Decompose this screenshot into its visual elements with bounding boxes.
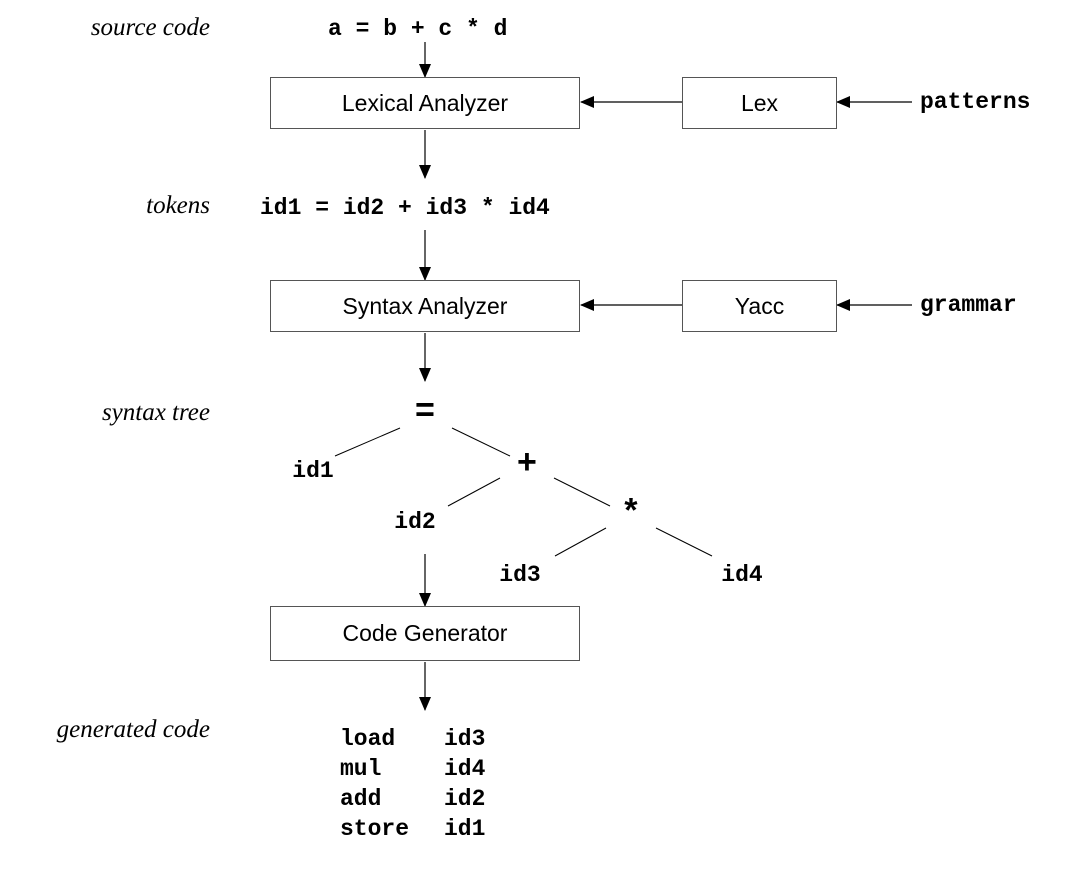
tree-edge-root-left bbox=[334, 427, 401, 457]
tree-edge-plus-left bbox=[447, 477, 501, 507]
stage-label-generated-code: generated code bbox=[56, 716, 210, 743]
tree-node-times: * bbox=[620, 496, 642, 534]
code-line: store id1 bbox=[340, 814, 485, 844]
tree-edge-root-plus bbox=[451, 427, 511, 457]
code-arg: id3 bbox=[444, 726, 486, 752]
tree-edge-plus-times bbox=[553, 477, 611, 507]
code-arg: id1 bbox=[444, 816, 486, 842]
code-op: load bbox=[340, 726, 396, 752]
stage-label-source-code: source code bbox=[90, 14, 210, 41]
code-op: store bbox=[340, 816, 410, 842]
code-generator-box: Code Generator bbox=[270, 606, 580, 661]
code-line: mul id4 bbox=[340, 754, 485, 784]
code-line: add id2 bbox=[340, 784, 485, 814]
stage-label-syntax-tree: syntax tree bbox=[101, 399, 210, 426]
source-expression: a = b + c * d bbox=[328, 16, 508, 42]
patterns-input: patterns bbox=[920, 89, 1031, 115]
lexical-analyzer-box: Lexical Analyzer bbox=[270, 77, 580, 129]
tree-edge-times-right bbox=[655, 527, 713, 557]
yacc-box: Yacc bbox=[682, 280, 837, 332]
generated-code-listing: load id3 mul id4 add id2 store id1 bbox=[340, 724, 485, 844]
tree-node-id4: id4 bbox=[721, 562, 763, 588]
tree-edge-times-left bbox=[554, 527, 607, 557]
syntax-analyzer-box: Syntax Analyzer bbox=[270, 280, 580, 332]
tree-node-id1: id1 bbox=[292, 458, 334, 484]
tree-node-plus: + bbox=[516, 446, 538, 484]
code-arg: id2 bbox=[444, 786, 486, 812]
code-arg: id4 bbox=[444, 756, 486, 782]
code-line: load id3 bbox=[340, 724, 485, 754]
grammar-input: grammar bbox=[920, 292, 1017, 318]
code-op: add bbox=[340, 786, 382, 812]
tree-node-id2: id2 bbox=[394, 509, 436, 535]
code-op: mul bbox=[340, 756, 382, 782]
tree-node-root: = bbox=[414, 394, 436, 432]
tree-node-id3: id3 bbox=[499, 562, 541, 588]
token-expression: id1 = id2 + id3 * id4 bbox=[260, 195, 550, 221]
lex-box: Lex bbox=[682, 77, 837, 129]
stage-label-tokens: tokens bbox=[146, 192, 210, 219]
